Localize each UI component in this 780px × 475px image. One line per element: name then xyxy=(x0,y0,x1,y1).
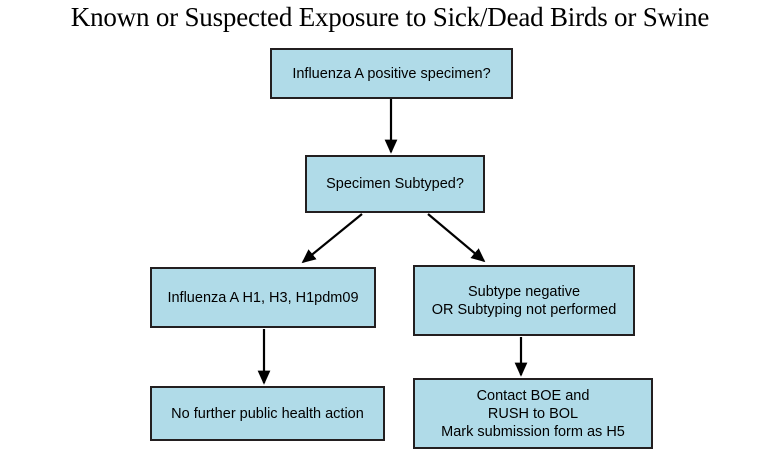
node-no-action[interactable]: No further public health action xyxy=(150,386,385,441)
node-no-action-text: No further public health action xyxy=(158,405,377,423)
node-specimen-subtyped[interactable]: Specimen Subtyped? xyxy=(305,155,485,213)
page-title: Known or Suspected Exposure to Sick/Dead… xyxy=(70,2,710,32)
node-subtype-negative[interactable]: Subtype negative OR Subtyping not perfor… xyxy=(413,265,635,336)
node-line: OR Subtyping not performed xyxy=(431,301,617,318)
node-line: RUSH to BOL xyxy=(487,405,579,422)
node-line: Contact BOE and xyxy=(476,387,590,404)
node-line: Subtype negative xyxy=(467,283,581,300)
edge-subtyped-to-subtypes-known xyxy=(301,213,363,264)
node-subtype-negative-text: Subtype negative OR Subtyping not perfor… xyxy=(421,283,627,319)
node-line: Mark submission form as H5 xyxy=(441,423,625,440)
node-line: Influenza A H1, H3, H1pdm09 xyxy=(167,289,359,306)
node-line: No further public health action xyxy=(171,405,364,422)
node-specimen-subtyped-text: Specimen Subtyped? xyxy=(313,175,477,193)
edge-subtyped-to-subtype-negative xyxy=(427,213,486,263)
node-line: Specimen Subtyped? xyxy=(326,176,464,192)
node-line: Influenza A positive specimen? xyxy=(292,65,491,82)
node-contact-boe-text: Contact BOE and RUSH to BOL Mark submiss… xyxy=(421,387,645,441)
node-influenza-positive[interactable]: Influenza A positive specimen? xyxy=(270,48,513,99)
node-contact-boe[interactable]: Contact BOE and RUSH to BOL Mark submiss… xyxy=(413,378,653,449)
node-influenza-positive-text: Influenza A positive specimen? xyxy=(278,65,505,83)
node-subtypes-known-text: Influenza A H1, H3, H1pdm09 xyxy=(158,289,368,307)
node-subtypes-known[interactable]: Influenza A H1, H3, H1pdm09 xyxy=(150,267,376,328)
